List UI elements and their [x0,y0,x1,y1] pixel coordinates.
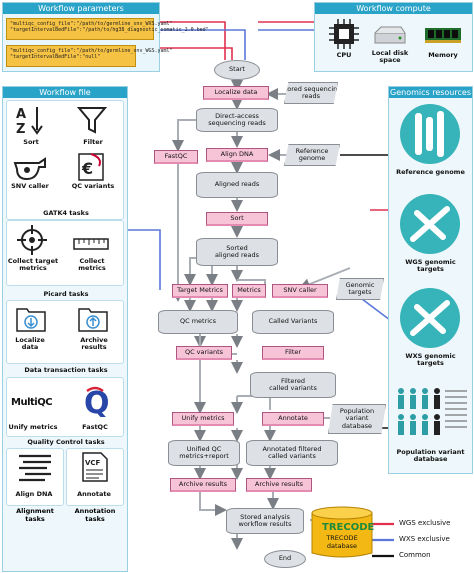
workflow-parameters-panel: Workflow parameters "multiqc_config_file… [2,2,209,72]
population-db-label: Population variant database [396,448,465,463]
qc-variants-task: QC variants [176,346,232,360]
workflow-parameters-title: Workflow parameters [3,3,159,14]
legend-wgs-label: WGS exclusive [399,519,451,527]
memory-icon [425,28,461,43]
annotate-label: Annotate [77,490,111,498]
stored-analysis-node: Stored analysis workflow results [226,508,304,534]
archive-results-label: Archive results [80,336,108,351]
stored-reads-node: Stored sequencing reads [284,82,338,104]
gatk4-section [6,100,124,220]
gatk4-tasks-label: GATK4 tasks [43,209,89,217]
reference-genome-node: Reference genome [284,144,340,166]
snv-caller-task: SNV caller [272,284,328,298]
wxs-targets-icon [400,288,460,348]
svg-text:VCF: VCF [85,459,101,467]
align-dna-task: Align DNA [206,148,268,162]
metrics-task: Metrics [232,284,266,298]
crosshair-icon [17,225,47,255]
filter-task: Filter [262,346,324,360]
alignment-tasks-label: Alignment tasks [16,507,54,523]
workflow-file-title: Workflow file [3,87,127,98]
qc-variants-icon: € [78,153,104,181]
wxs-targets-label: WXS genomic targets [405,352,456,367]
genomics-resources-panel: Genomics resources Reference genome WGS … [388,86,473,474]
target-metrics-task: Target Metrics [172,284,228,298]
workflow-compute-title: Workflow compute [315,3,472,14]
localize-data-label: Localize data [15,336,45,351]
quality-control-section [6,377,124,437]
annotated-variants-node: Annotated filtered called variants [246,440,338,466]
quality-control-tasks-label: Quality Control tasks [27,438,105,446]
annotate-task: Annotate [262,412,324,426]
localize-data-task: Localize data [203,86,269,100]
align-dna-label: Align DNA [15,490,53,498]
wgs-params-box: "multiqc_config_file":"/path/to/germline… [6,45,173,67]
svg-text:A: A [16,107,26,122]
genomics-resources-title: Genomics resources [389,87,472,98]
genomic-targets-node: Genomic targets [336,278,384,300]
align-icon [19,454,51,482]
picard-tasks-label: Picard tasks [43,290,89,298]
unify-metrics-task: Unify metrics [172,412,234,426]
wgs-targets-label: WGS genomic targets [405,258,456,273]
whistle-icon [13,157,46,181]
vcf-icon: VCF [82,452,108,482]
called-variants-node: Called Variants [252,310,334,334]
sort-label: Sort [23,138,39,146]
unify-metrics-label: Unify metrics [8,423,58,431]
collect-metrics-label: Collect metrics [78,257,106,272]
wxs-params-box: "multiqc_config_file":"/path/to/germline… [6,18,209,40]
archive-icon [78,308,108,332]
multiqc-icon: MultiQC [11,397,53,408]
data-transaction-tasks-label: Data transaction tasks [24,366,108,374]
legend: WGS exclusive WXS exclusive Common [370,516,472,564]
picard-section [6,220,124,286]
fastqc-task: FastQC [154,150,198,164]
fastqc-label: FastQC [82,423,108,431]
disk-label: Local disk space [371,49,409,64]
disk-icon [374,26,406,44]
filtered-variants-node: Filtered called variants [250,372,336,398]
qc-variants-label: QC variants [71,182,115,190]
localize-icon [16,308,46,332]
workflow-compute-panel: Workflow compute CPU Local disk space Me… [314,2,473,72]
data-transaction-section [6,300,124,364]
aligned-reads-node: Aligned reads [196,172,278,198]
start-node: Start [214,60,260,80]
trecode-database-icon: TRECODE [311,506,374,558]
archive-results-task-2: Archive results [246,478,312,492]
collect-target-metrics-label: Collect target metrics [7,257,59,272]
cpu-label: CPU [336,51,352,59]
trecode-db-label: TRECODE database [326,534,358,550]
sort-icon: A Z [16,107,43,135]
legend-wxs-label: WXS exclusive [399,535,450,543]
reference-genome-icon [400,104,460,164]
workflow-file-panel: Workflow file A Z Sort Filter SNV caller… [2,86,128,572]
archive-results-task-1: Archive results [170,478,236,492]
population-icon [398,388,467,435]
population-db-node: Population variant database [328,404,386,434]
sorted-reads-node: Sorted aligned reads [196,238,278,266]
legend-common-label: Common [399,551,431,559]
sort-task: Sort [206,212,268,226]
svg-text:€: € [81,159,93,178]
ruler-icon [73,238,109,250]
wgs-targets-icon [400,194,460,254]
filter-icon [77,107,107,134]
unified-qc-node: Unified QC metrics+report [168,440,240,466]
reference-genome-label: Reference genome [396,168,465,176]
end-node: End [264,550,306,568]
alignment-section [6,448,64,506]
memory-label: Memory [428,51,458,59]
fastqc-icon: Q [84,386,109,417]
filter-label: Filter [83,138,103,146]
trecode-logo: TRECODE [322,522,374,533]
annotation-tasks-label: Annotation tasks [74,507,116,523]
snv-caller-label: SNV caller [11,182,49,190]
svg-text:Z: Z [16,122,25,135]
cpu-icon [329,19,359,49]
qc-metrics-node: QC metrics [158,310,238,334]
direct-access-reads-node: Direct-access sequencing reads [196,108,278,132]
